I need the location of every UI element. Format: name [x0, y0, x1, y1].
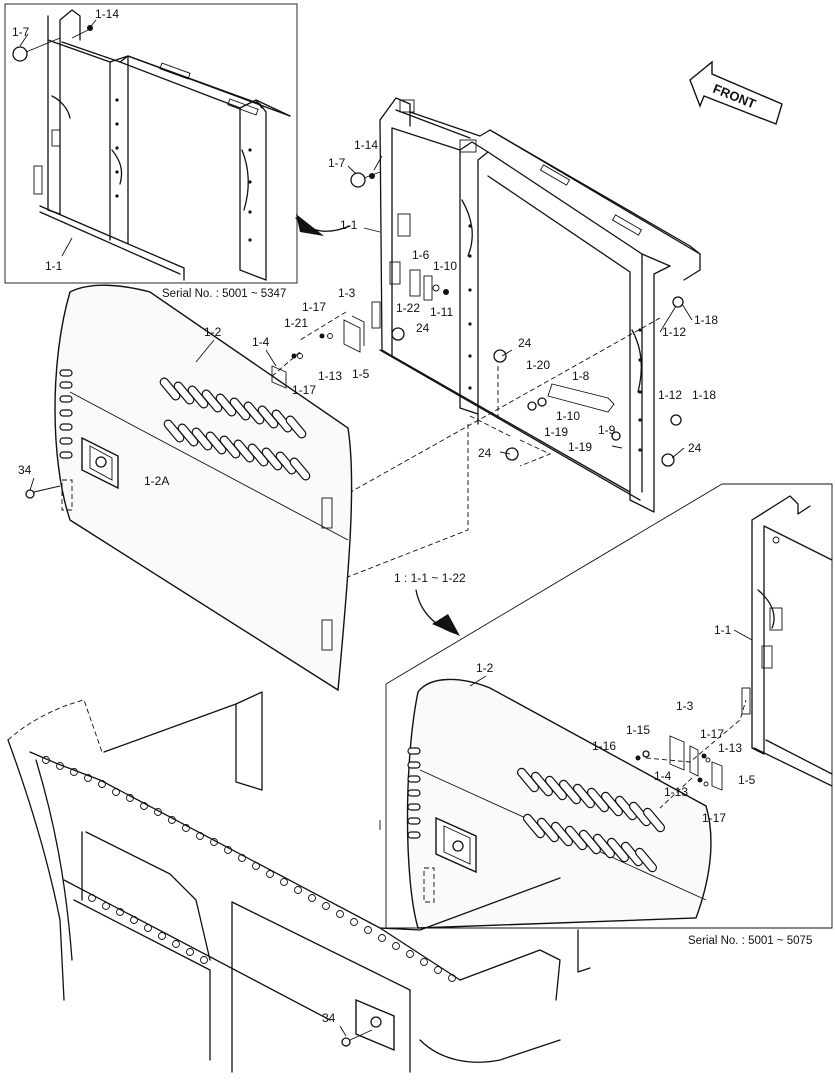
label-24-c: 24 [688, 441, 702, 455]
label-24-b: 24 [518, 336, 532, 350]
label-1-17-a-inset: 1-17 [700, 727, 724, 741]
callout-arrowhead-bottom [432, 614, 460, 636]
label-1-12-a: 1-12 [662, 325, 686, 339]
inset-bottom-frame [385, 483, 833, 929]
label-1-3-inset: 1-3 [676, 699, 694, 713]
label-1-2a: 1-2A [144, 474, 169, 488]
front-arrow: FRONT [689, 60, 783, 125]
label-1-15-inset: 1-15 [626, 723, 650, 737]
radiator-frame-main [350, 97, 701, 513]
label-1-4: 1-4 [252, 335, 270, 349]
label-1-13: 1-13 [318, 369, 342, 383]
label-1-1-inset: 1-1 [714, 623, 732, 637]
group-note: 1 : 1-1 ~ 1-22 [394, 571, 466, 585]
label-1-1: 1-1 [45, 259, 63, 273]
label-1-17-a: 1-17 [302, 300, 326, 314]
label-24-a: 24 [416, 321, 430, 335]
label-34-main: 34 [18, 463, 32, 477]
rivet-row [42, 756, 456, 982]
label-1-19-b: 1-19 [568, 440, 592, 454]
label-1-22: 1-22 [396, 301, 420, 315]
label-1-20: 1-20 [526, 358, 550, 372]
label-1-17-b: 1-17 [292, 383, 316, 397]
label-1-14: 1-14 [95, 7, 119, 21]
door-handle-main [81, 436, 119, 490]
label-1-9: 1-9 [598, 423, 616, 437]
main-labels: 1-14 1-7 1-1 1-6 1-10 1-22 1-11 1-3 1-17… [18, 138, 718, 585]
label-1-13-a-inset: 1-13 [718, 741, 742, 755]
label-1-16-inset: 1-16 [592, 739, 616, 753]
label-1-19-a: 1-19 [544, 425, 568, 439]
label-1-18-a: 1-18 [694, 313, 718, 327]
label-1-7-main: 1-7 [328, 156, 346, 170]
label-1-2: 1-2 [204, 325, 222, 339]
label-1-3: 1-3 [338, 286, 356, 300]
label-1-5: 1-5 [352, 367, 370, 381]
label-1-13-b-inset: 1-13 [664, 785, 688, 799]
vent-slots-main [59, 369, 311, 481]
label-1-10-a: 1-10 [433, 259, 457, 273]
label-34-lower: 34 [322, 1011, 336, 1025]
label-1-7: 1-7 [12, 25, 30, 39]
callout-arrowhead-top [296, 214, 324, 236]
label-24-d: 24 [478, 446, 492, 460]
cap-icon [12, 46, 28, 62]
radiator-frame-inset [741, 495, 833, 787]
inset-bottom: 1-1 1-2 1-3 1-15 1-16 1-17 1-13 1-4 1-5 … [385, 483, 833, 947]
door-handle-inset [435, 816, 477, 874]
label-1-18-b: 1-18 [692, 388, 716, 402]
label-1-14-main: 1-14 [354, 138, 378, 152]
side-door-panel [25, 284, 365, 692]
inset-top-frame [4, 3, 298, 284]
radiator-frame-top [12, 9, 291, 281]
label-1-11: 1-11 [430, 305, 453, 319]
label-leaders [29, 155, 693, 491]
serial-note-bottom: Serial No. : 5001 ~ 5075 [688, 935, 812, 947]
inset-top: 1-14 1-7 1-1 Serial No. : 5001 ~ 5347 [4, 3, 298, 300]
label-1-1-main: 1-1 [340, 218, 358, 232]
label-1-5-inset: 1-5 [738, 773, 756, 787]
engine-cover-assembly: 34 [7, 691, 591, 1073]
label-1-2-inset: 1-2 [476, 661, 494, 675]
label-1-6: 1-6 [412, 248, 430, 262]
label-1-8: 1-8 [572, 369, 590, 383]
label-1-21: 1-21 [284, 316, 308, 330]
label-1-12-b: 1-12 [658, 388, 682, 402]
serial-note-top: Serial No. : 5001 ~ 5347 [162, 288, 286, 300]
label-1-17-b-inset: 1-17 [702, 811, 726, 825]
label-1-4-inset: 1-4 [654, 769, 672, 783]
label-1-10-b: 1-10 [556, 409, 580, 423]
side-door-panel-inset [406, 678, 712, 929]
vent-slots-inset [407, 747, 666, 873]
